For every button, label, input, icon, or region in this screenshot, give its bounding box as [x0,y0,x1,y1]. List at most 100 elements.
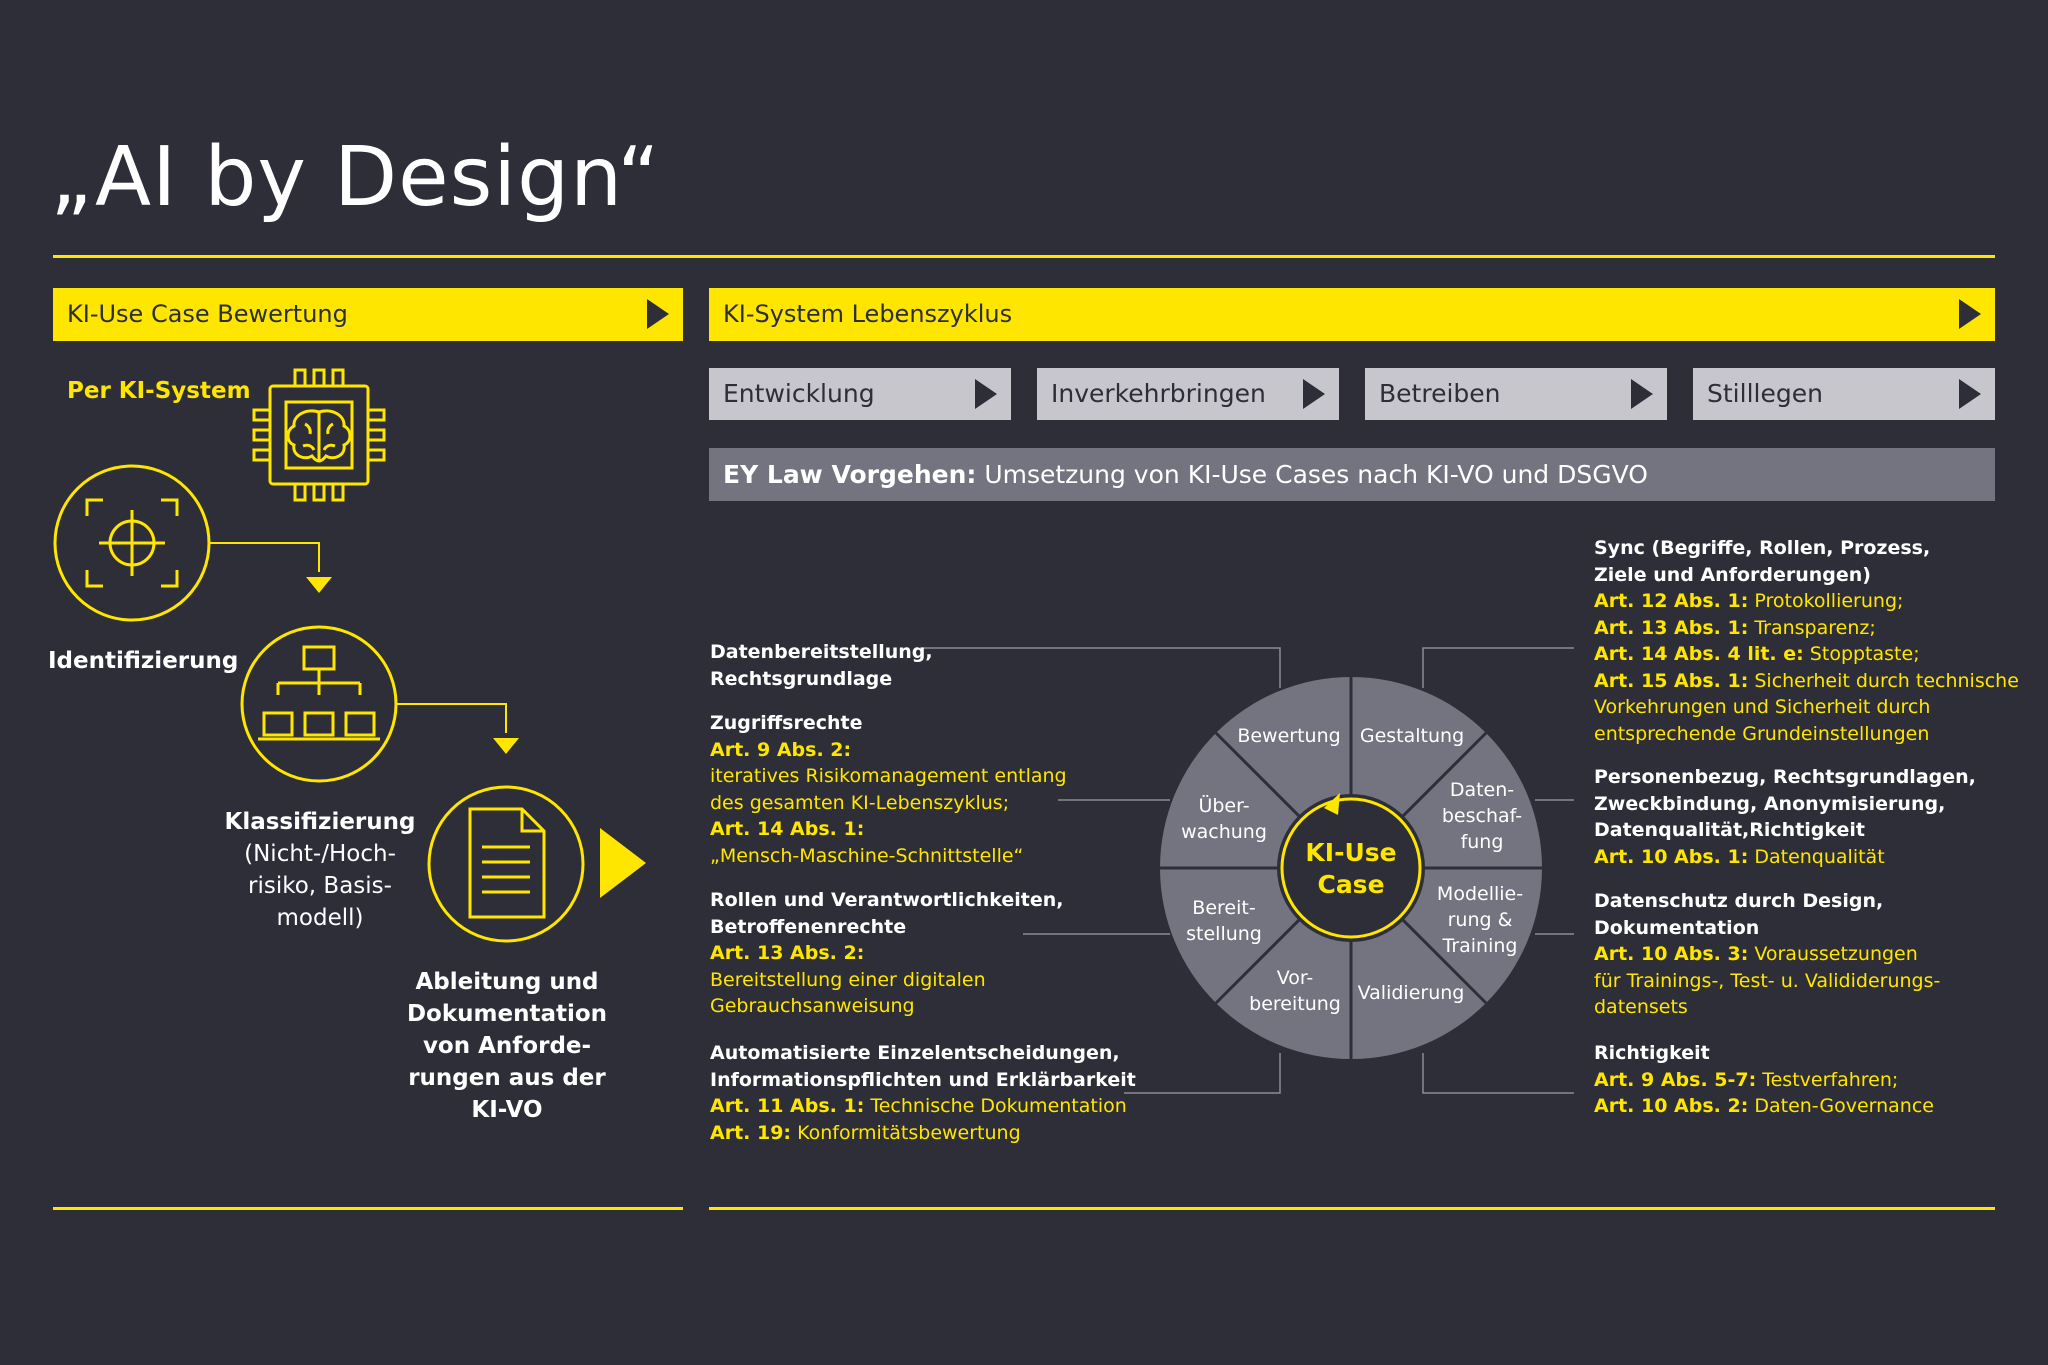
wheel-segment-vorbereitung: Vor- bereitung [1249,965,1341,1017]
chip-brain-icon [252,368,386,502]
note-line: Ziele und Anforderungen) [1594,562,2019,589]
note-text: Informationspflichten und Erklärbarkeit [710,1068,1136,1091]
segment-label: Modellie- [1436,883,1524,905]
note-text: Richtigkeit [1594,1042,1710,1064]
note-text: Art. 15 Abs. 1: [1594,669,1749,692]
note-left-1: Datenbereitstellung,Rechtsgrundlage [710,639,933,692]
klassifizierung-title: Klassifizierung [224,809,416,835]
note-line: Art. 10 Abs. 1: Datenqualität [1594,844,1976,871]
ableitung-line: rungen aus der [408,1065,606,1091]
wheel-segment-gestaltung: Gestaltung [1360,723,1464,749]
connector-lines [921,647,1574,1094]
segment-label: Training [1442,935,1518,957]
ey-law-bar-bold: EY Law Vorgehen: [723,460,977,489]
note-text: Testverfahren; [1756,1068,1899,1091]
note-text: Daten-Governance [1748,1095,1934,1117]
segment-label: bereitung [1249,993,1341,1015]
note-line: Art. 9 Abs. 5-7: Testverfahren; [1594,1067,1934,1094]
wheel-center: KI-Use Case [1305,837,1396,901]
note-text: Voraussetzungen [1748,943,1918,965]
note-line: für Trainings-, Test- u. Valididerungs- [1594,968,1940,995]
note-line: Art. 11 Abs. 1: Technische Dokumentation [710,1093,1136,1120]
segment-label: Bereit- [1192,897,1256,919]
note-line: datensets [1594,994,1940,1021]
wheel-center-label: KI-Use [1305,838,1397,867]
note-line: Zugriffsrechte [710,710,1067,737]
note-line: „Mensch-Maschine-Schnittstelle“ [710,843,1067,870]
arrow-right-icon [1631,379,1653,409]
per-ki-system-label: Per KI-System [67,378,251,404]
note-line: Datenschutz durch Design, [1594,888,1940,915]
left-section-header: KI-Use Case Bewertung [53,288,683,341]
note-text: Automatisierte Einzelentscheidungen, [710,1042,1120,1064]
target-icon [53,464,211,622]
note-text: Zugriffsrechte [710,712,863,734]
note-text: Protokollierung; [1748,590,1904,612]
note-text: Dokumentation [1594,916,1760,939]
document-icon [427,785,585,943]
phase-stilllegen: Stilllegen [1693,368,1995,420]
note-line: Betroffenenrechte [710,914,1063,941]
note-line: Dokumentation [1594,915,1940,942]
ableitung-line: KI-VO [471,1097,543,1123]
note-text: Transparenz; [1748,616,1876,639]
note-line: Art. 15 Abs. 1: Sicherheit durch technis… [1594,668,2019,695]
note-text: Gebrauchsanweisung [710,995,915,1017]
bottom-divider-left [53,1207,683,1210]
note-line: Personenbezug, Rechtsgrundlagen, [1594,764,1976,791]
segment-label: Bewertung [1237,725,1341,747]
note-text: Art. 13 Abs. 1: [1594,616,1749,639]
wheel-segment-bereitstellung: Bereit- stellung [1186,895,1262,947]
note-line: Datenqualität,Richtigkeit [1594,817,1976,844]
note-text: Art. 10 Abs. 2: [1594,1095,1749,1117]
identifizierung-label: Identifizierung [48,648,239,674]
note-line: Richtigkeit [1594,1040,1934,1067]
note-text: Art. 9 Abs. 2: [710,738,852,761]
note-line: Art. 10 Abs. 2: Daten-Governance [1594,1093,1934,1120]
note-text: Art. 11 Abs. 1: [710,1095,865,1117]
segment-label: beschaf- [1441,805,1523,827]
note-text: Personenbezug, Rechtsgrundlagen, [1594,766,1976,788]
arrow-right-icon [1303,379,1325,409]
note-line: Sync (Begriffe, Rollen, Prozess, [1594,535,2019,562]
page-title: „AI by Design“ [50,130,661,225]
note-line: Bereitstellung einer digitalen [710,967,1063,994]
phase-inverkehrbringen: Inverkehrbringen [1037,368,1339,420]
note-text: Art. 14 Abs. 4 lit. e: [1594,643,1804,665]
top-divider [53,255,1995,258]
note-line: Art. 10 Abs. 3: Voraussetzungen [1594,941,1940,968]
right-section-header-label: KI-System Lebenszyklus [723,300,1013,328]
segment-label: fung [1460,831,1504,853]
segment-label: wachung [1181,821,1267,843]
note-left-4: Automatisierte Einzelentscheidungen, Info… [710,1040,1136,1146]
note-text: Technische Dokumentation [864,1095,1127,1117]
note-line: Automatisierte Einzelentscheidungen, [710,1040,1136,1067]
note-text: „Mensch-Maschine-Schnittstelle“ [710,844,1024,867]
note-text: Art. 19: [710,1121,792,1144]
note-text: iteratives Risikomanagement entlang [710,765,1067,787]
note-right-1: Sync (Begriffe, Rollen, Prozess,Ziele un… [1594,535,2019,747]
note-line: Art. 14 Abs. 1: [710,816,1067,843]
note-text: Ziele und Anforderungen) [1594,563,1871,586]
note-line: Art. 14 Abs. 4 lit. e: Stopptaste; [1594,641,2019,668]
phase-label: Entwicklung [723,379,875,408]
note-text: Art. 14 Abs. 1: [710,818,865,840]
segment-label: rung & [1447,909,1513,931]
note-text: des gesamten KI-Lebenszyklus; [710,791,1010,814]
phase-label: Betreiben [1379,379,1501,408]
segment-label: Über- [1198,795,1250,817]
bottom-divider-right [709,1207,1995,1210]
ey-law-bar: EY Law Vorgehen: Umsetzung von KI-Use Ca… [709,448,1995,501]
segment-label: Vor- [1276,967,1314,989]
ableitung-line: Dokumentation [406,1001,608,1027]
klassifizierung-line: risiko, Basis- [248,873,392,899]
wheel-center-label: Case [1317,870,1385,899]
note-line: Art. 13 Abs. 2: [710,940,1063,967]
note-line: des gesamten KI-Lebenszyklus; [710,790,1067,817]
note-text: Art. 13 Abs. 2: [710,942,865,964]
arrow-right-icon [975,379,997,409]
wheel-segment-datenbeschaffung: Daten- beschaf- fung [1442,777,1522,855]
phase-entwicklung: Entwicklung [709,368,1011,420]
